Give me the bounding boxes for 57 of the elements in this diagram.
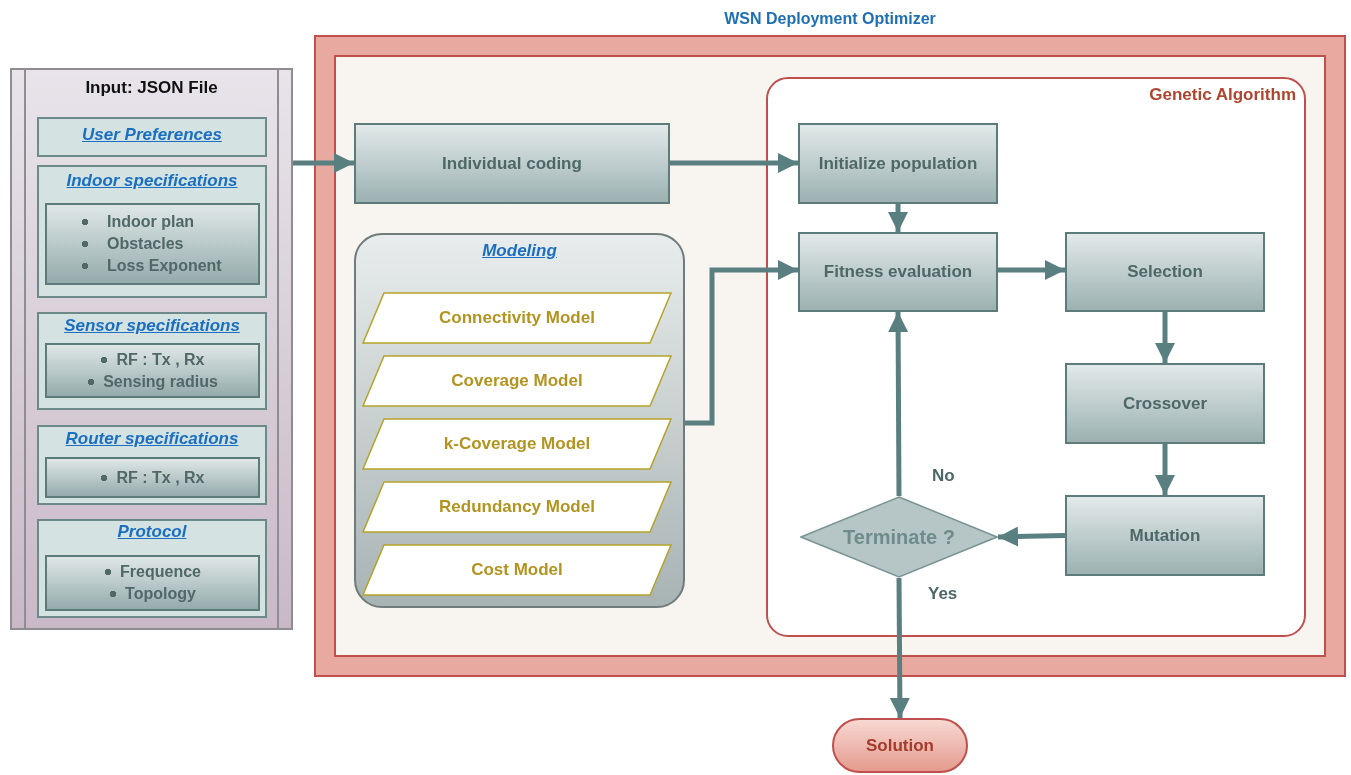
terminal-pill: [832, 718, 968, 773]
spec-card: [37, 519, 267, 618]
group-title: Input: JSON File: [85, 78, 218, 98]
arrow: [998, 260, 1065, 280]
algorithm-group: [766, 77, 1306, 637]
group-title: Genetic Algorithm: [1149, 85, 1296, 105]
spec-list-box: [45, 203, 260, 285]
arrow: [293, 153, 354, 173]
node-label: Connectivity Model: [439, 308, 595, 328]
arrow: [889, 578, 910, 718]
model-parallelogram: [362, 355, 672, 407]
node-label: Selection: [1127, 262, 1203, 282]
arrow: [1155, 444, 1175, 495]
arrow: [670, 153, 798, 173]
process-box: [1065, 495, 1265, 576]
model-parallelogram: [362, 292, 672, 344]
node-label: Redundancy Model: [439, 497, 595, 517]
node-label: Cost Model: [471, 560, 563, 580]
node-label: Coverage Model: [451, 371, 583, 391]
arrow: [888, 312, 909, 496]
decision-diamond: [800, 496, 998, 578]
node-label: Crossover: [1122, 393, 1208, 414]
arrow: [685, 260, 798, 426]
spec-card: [37, 425, 267, 505]
modeling-group: [354, 233, 685, 608]
node-label: k-Coverage Model: [443, 434, 591, 454]
model-parallelogram: [362, 544, 672, 596]
model-parallelogram: [362, 418, 672, 470]
model-parallelogram: [362, 481, 672, 533]
input-panel: [10, 68, 293, 630]
process-box: [798, 232, 998, 312]
spec-card: [37, 165, 267, 298]
node-label: Mutation: [1129, 525, 1201, 546]
node-label: Fitness evaluation: [823, 262, 973, 282]
process-box: [798, 123, 998, 204]
spec-list-box: [45, 343, 260, 398]
section-heading: Modeling: [482, 241, 557, 261]
arrow: [997, 526, 1066, 547]
process-box: [1065, 363, 1265, 444]
process-box: [354, 123, 670, 204]
spec-card: [37, 117, 267, 157]
section-heading: Sensor specifications: [64, 316, 240, 336]
arrow: [888, 204, 908, 232]
spec-card: [37, 312, 267, 410]
section-heading: Router specifications: [65, 429, 239, 449]
spec-list-box: [45, 555, 260, 611]
node-label: Initialize population: [818, 153, 978, 174]
section-heading: User Preferences: [82, 125, 222, 145]
section-heading: Protocol: [117, 522, 187, 542]
section-heading: Indoor specifications: [66, 171, 238, 191]
process-box: [1065, 232, 1265, 312]
group-title: WSN Deployment Optimizer: [724, 10, 936, 28]
arrow: [1155, 312, 1175, 363]
node-label: Solution: [866, 735, 934, 756]
node-label: Individual coding: [442, 153, 582, 174]
node-label: Terminate ?: [843, 525, 955, 549]
spec-list-box: [45, 457, 260, 498]
